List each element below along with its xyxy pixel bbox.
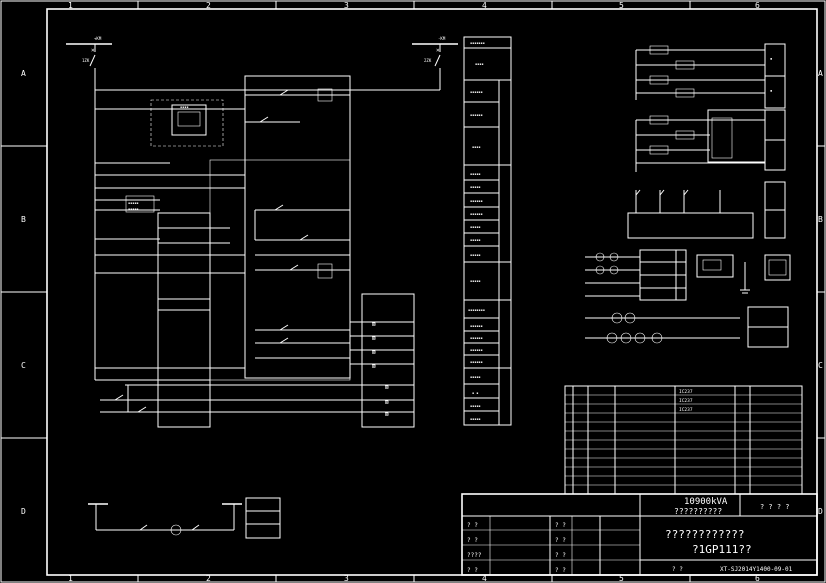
svg-text:▪▪▪▪▪: ▪▪▪▪▪ bbox=[470, 404, 481, 408]
title-block[interactable] bbox=[461, 493, 818, 576]
column-label-4-bottom: 4 bbox=[482, 574, 487, 583]
svg-text:⊠: ⊠ bbox=[385, 399, 389, 406]
svg-text:▪▪▪▪▪: ▪▪▪▪▪ bbox=[470, 375, 481, 379]
title-code-top: ? ? ? ? bbox=[760, 503, 790, 511]
svg-text:▪▪▪▪: ▪▪▪▪ bbox=[475, 62, 483, 66]
title-cell-7: ? ? bbox=[555, 552, 566, 559]
indicator-circuits bbox=[585, 249, 791, 348]
drawing-name: ???????????? bbox=[665, 528, 744, 541]
svg-text:+KM: +KM bbox=[94, 36, 102, 41]
svg-text:▪▪▪▪▪▪: ▪▪▪▪▪▪ bbox=[470, 90, 483, 94]
column-label-6-bottom: 6 bbox=[755, 574, 760, 583]
svg-text:▪▪▪▪▪▪: ▪▪▪▪▪▪ bbox=[470, 324, 483, 328]
svg-text:▪▪▪▪▪▪: ▪▪▪▪▪▪ bbox=[470, 348, 483, 352]
row-zone-marks bbox=[1, 145, 825, 439]
column-label-3: 3 bbox=[344, 1, 349, 10]
column-label-2-bottom: 2 bbox=[206, 574, 211, 583]
svg-text:⊠: ⊠ bbox=[372, 335, 376, 342]
svg-text:×: × bbox=[436, 47, 440, 54]
column-zone-marks bbox=[137, 1, 691, 582]
capacity-label: 10900kVA bbox=[684, 497, 728, 507]
column-label-6: 6 bbox=[755, 1, 760, 10]
svg-text:▪▪▪▪▪▪: ▪▪▪▪▪▪ bbox=[470, 336, 483, 340]
svg-text:▪▪▪▪▪: ▪▪▪▪▪ bbox=[470, 238, 481, 242]
upper-right-circuits: ▪ ▪ bbox=[627, 43, 786, 239]
inner-frame bbox=[46, 8, 818, 576]
column-label-4: 4 bbox=[482, 1, 487, 10]
row-label-c: C bbox=[21, 361, 26, 370]
function-label-column: ▪▪▪▪▪▪▪ ▪▪▪▪ ▪▪▪▪▪▪ ▪▪▪▪▪▪ ▪▪▪▪ ▪▪▪▪▪ ▪▪… bbox=[463, 36, 512, 426]
main-control-circuit: +KM × 1ZK -KM × 2ZK ▪▪▪▪ bbox=[66, 36, 458, 428]
svg-text:▪▪▪▪▪▪: ▪▪▪▪▪▪ bbox=[470, 113, 483, 117]
part-spec-1: IC237 bbox=[679, 389, 693, 395]
svg-text:▪▪▪▪▪: ▪▪▪▪▪ bbox=[470, 279, 481, 283]
svg-text:-KM: -KM bbox=[438, 36, 446, 41]
subtitle-label: ?????????? bbox=[674, 507, 722, 516]
drawing-number: XT-SJ2014Y1400-09-01 bbox=[720, 566, 793, 573]
row-label-a: A bbox=[21, 69, 26, 78]
svg-text:▪▪▪▪▪: ▪▪▪▪▪ bbox=[470, 417, 481, 421]
drawing-code: ?1GP111?? bbox=[692, 543, 752, 556]
footer-left-label: ? ? bbox=[672, 566, 683, 573]
svg-text:▪▪▪▪▪▪: ▪▪▪▪▪▪ bbox=[470, 360, 483, 364]
svg-text:▪▪▪▪▪▪▪▪: ▪▪▪▪▪▪▪▪ bbox=[468, 308, 485, 312]
svg-text:▪▪▪▪: ▪▪▪▪ bbox=[180, 105, 188, 109]
svg-text:2ZK: 2ZK bbox=[424, 58, 432, 63]
row-label-c-right: C bbox=[818, 361, 823, 370]
row-label-d-right: D bbox=[818, 507, 823, 516]
row-label-a-right: A bbox=[818, 69, 823, 78]
title-cell-4: ? ? bbox=[467, 567, 478, 574]
svg-text:⊠: ⊠ bbox=[385, 384, 389, 391]
title-cell-1: ? ? bbox=[467, 522, 478, 529]
svg-text:▪▪▪▪▪: ▪▪▪▪▪ bbox=[470, 253, 481, 257]
svg-text:▪▪▪▪▪: ▪▪▪▪▪ bbox=[470, 185, 481, 189]
svg-text:▪ ▪: ▪ ▪ bbox=[472, 391, 478, 395]
svg-text:1ZK: 1ZK bbox=[82, 58, 90, 63]
row-label-b-right: B bbox=[818, 215, 823, 224]
svg-text:▪▪▪▪▪▪▪: ▪▪▪▪▪▪▪ bbox=[470, 41, 485, 45]
svg-text:▪▪▪▪▪: ▪▪▪▪▪ bbox=[128, 207, 139, 211]
svg-text:▪: ▪ bbox=[770, 56, 772, 61]
title-cell-3: ???? bbox=[467, 552, 482, 559]
column-label-2: 2 bbox=[206, 1, 211, 10]
title-cell-6: ? ? bbox=[555, 537, 566, 544]
column-label-1-bottom: 1 bbox=[68, 574, 73, 583]
row-label-b: B bbox=[21, 215, 26, 224]
column-label-3-bottom: 3 bbox=[344, 574, 349, 583]
title-cell-2: ? ? bbox=[467, 537, 478, 544]
row-label-d: D bbox=[21, 507, 26, 516]
svg-text:×: × bbox=[91, 47, 95, 54]
title-cell-8: ? ? bbox=[555, 567, 566, 574]
svg-text:⊠: ⊠ bbox=[385, 411, 389, 418]
svg-text:▪▪▪▪▪: ▪▪▪▪▪ bbox=[470, 172, 481, 176]
title-cell-5: ? ? bbox=[555, 522, 566, 529]
column-label-1: 1 bbox=[68, 1, 73, 10]
svg-text:▪▪▪▪▪▪: ▪▪▪▪▪▪ bbox=[470, 212, 483, 216]
parts-list-table: IC237 IC237 IC237 bbox=[564, 385, 803, 495]
column-label-5: 5 bbox=[619, 1, 624, 10]
part-spec-2: IC237 bbox=[679, 398, 693, 404]
svg-text:⊠: ⊠ bbox=[372, 321, 376, 328]
column-label-5-bottom: 5 bbox=[619, 574, 624, 583]
part-spec-3: IC237 bbox=[679, 407, 693, 413]
svg-text:▪▪▪▪: ▪▪▪▪ bbox=[472, 145, 480, 149]
svg-text:▪▪▪▪▪▪: ▪▪▪▪▪▪ bbox=[470, 199, 483, 203]
svg-text:⊠: ⊠ bbox=[372, 349, 376, 356]
svg-text:▪: ▪ bbox=[770, 88, 772, 93]
svg-text:▪▪▪▪▪: ▪▪▪▪▪ bbox=[470, 225, 481, 229]
bottom-left-circuit bbox=[88, 497, 281, 539]
svg-text:▪▪▪▪▪: ▪▪▪▪▪ bbox=[128, 201, 139, 205]
svg-text:⊠: ⊠ bbox=[372, 363, 376, 370]
